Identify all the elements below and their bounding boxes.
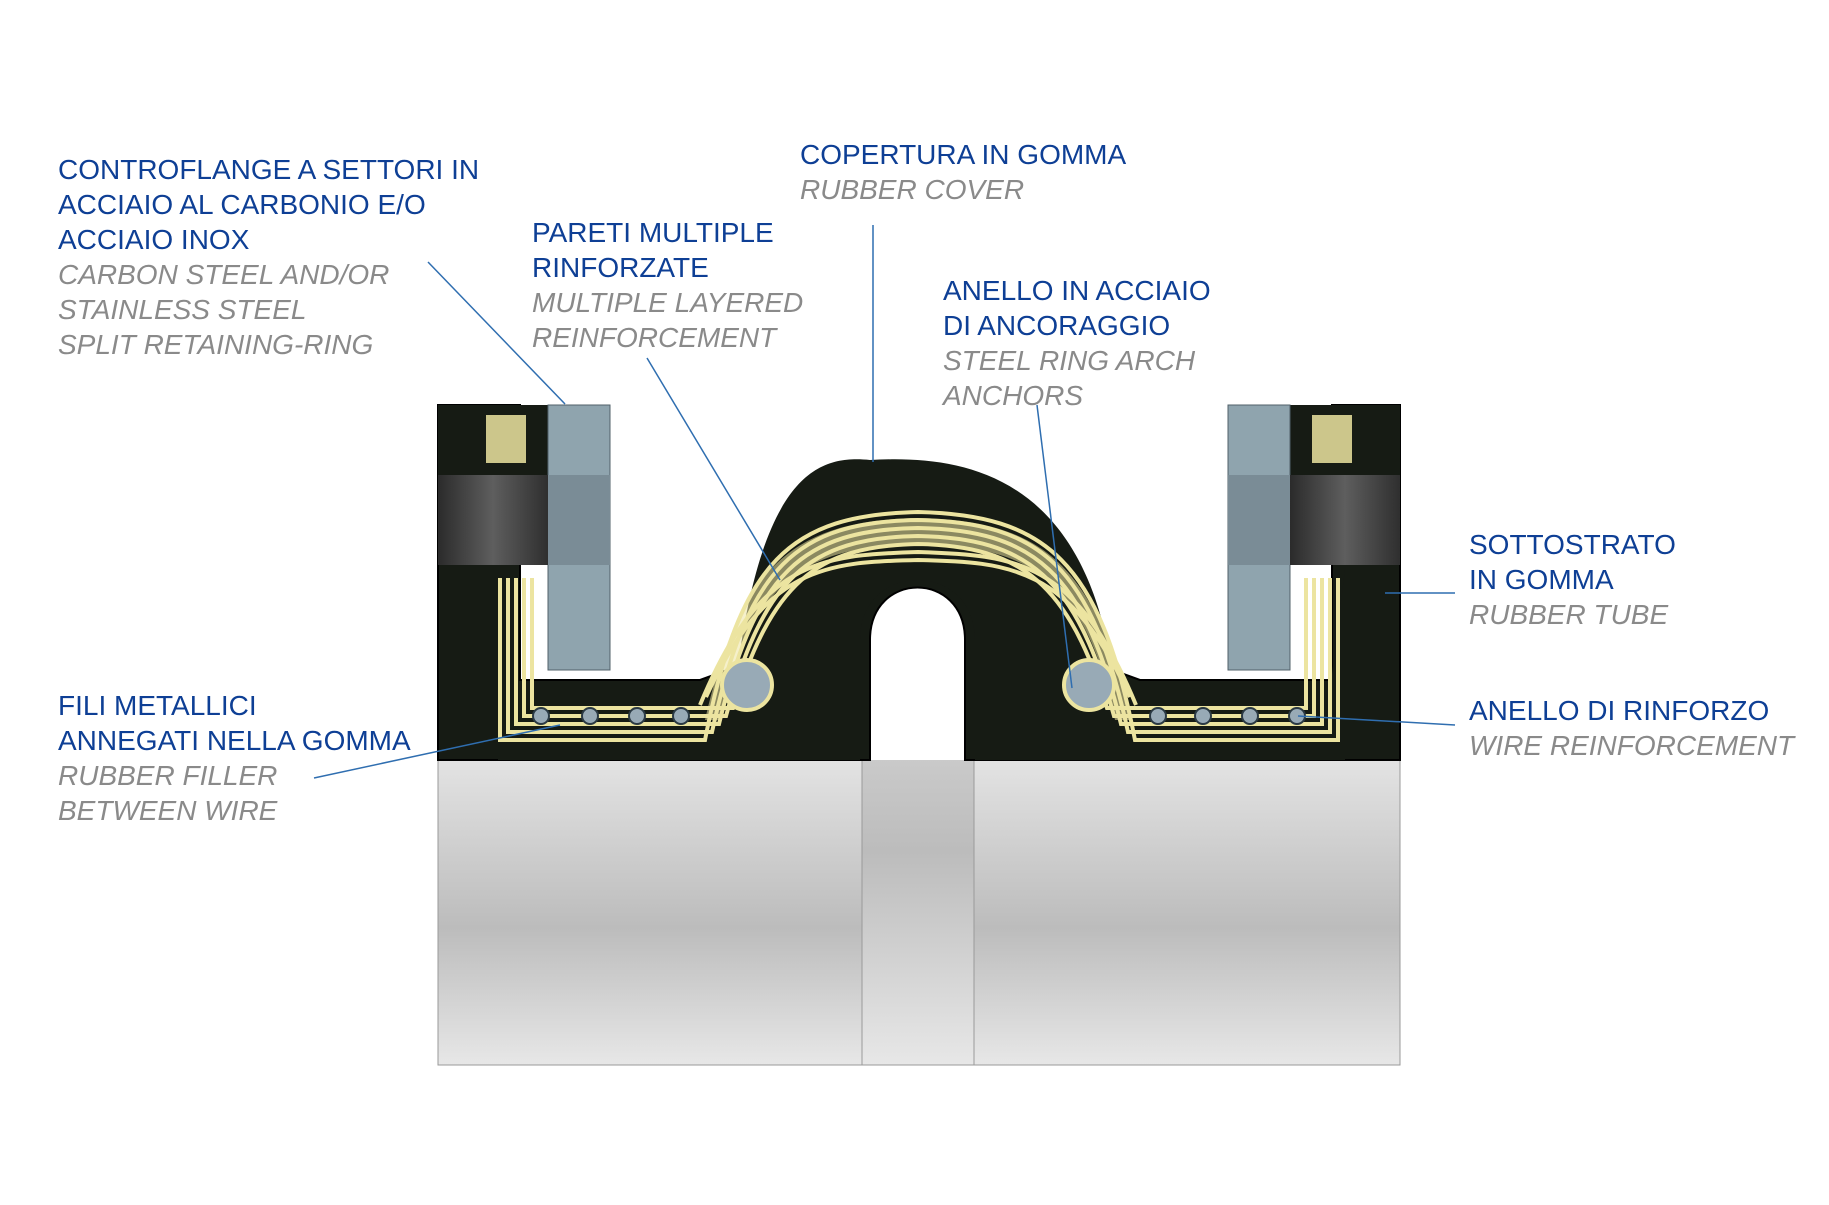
steel-ring-anchors [720,658,1116,712]
callout-rubber-filler: FILI METALLICI ANNEGATI NELLA GOMMA RUBB… [58,688,411,828]
split-retaining-ring-left [438,404,611,671]
wire-reinforcement-label-it: ANELLO DI RINFORZO [1469,695,1770,726]
leader-multiple-layers [646,357,781,581]
rubber-tube-label-it-2: IN GOMMA [1469,564,1614,595]
leader-rubber-filler [313,724,561,779]
ring-anchors-label-en-1: STEEL RING ARCH [943,345,1196,376]
callout-ring-anchors: ANELLO IN ACCIAIO DI ANCORAGGIO STEEL RI… [943,273,1211,413]
rubber-filler-label-en-1: RUBBER FILLER [58,760,278,791]
multiple-layers-label-en-1: MULTIPLE LAYERED [532,287,804,318]
callout-multiple-layers: PARETI MULTIPLE RINFORZATE MULTIPLE LAYE… [532,215,803,355]
rubber-tube-label-en: RUBBER TUBE [1469,599,1669,630]
leader-retaining-ring [427,261,566,405]
leader-wire-reinforcement [1297,715,1456,726]
rubber-tube-label-it-1: SOTTOSTRATO [1469,529,1676,560]
multiple-layers-label-it-2: RINFORZATE [532,252,709,283]
wire-reinforcement-rings [532,707,1306,725]
retaining-ring-label-en-2: STAINLESS STEEL [58,294,307,325]
retaining-ring-label-it-3: ACCIAIO INOX [58,224,250,255]
rubber-filler-label-en-2: BETWEEN WIRE [58,795,278,826]
rubber-filler-label-it-2: ANNEGATI NELLA GOMMA [58,725,411,756]
callout-retaining-ring: CONTROFLANGE A SETTORI IN ACCIAIO AL CAR… [58,152,479,362]
leader-lines [313,225,1456,779]
ring-anchors-label-en-2: ANCHORS [943,380,1084,411]
wire-reinforcement-label-en: WIRE REINFORCEMENT [1469,730,1795,761]
retaining-ring-label-en-1: CARBON STEEL AND/OR [58,259,390,290]
retaining-ring-label-it-1: CONTROFLANGE A SETTORI IN [58,154,480,185]
ring-anchors-label-it-1: ANELLO IN ACCIAIO [943,275,1211,306]
callout-rubber-cover: COPERTURA IN GOMMA RUBBER COVER [800,137,1126,207]
rubber-cover-label-it: COPERTURA IN GOMMA [800,139,1127,170]
rubber-filler-label-it-1: FILI METALLICI [58,690,257,721]
multiple-layers-label-it-1: PARETI MULTIPLE [532,217,774,248]
callout-wire-reinforcement: ANELLO DI RINFORZO WIRE REINFORCEMENT [1469,693,1794,763]
split-retaining-ring-right [1227,404,1400,671]
multiple-layers-label-en-2: REINFORCEMENT [532,322,777,353]
callout-rubber-tube: SOTTOSTRATO IN GOMMA RUBBER TUBE [1469,527,1676,632]
leader-ring-anchors [1036,404,1073,689]
rubber-cover-label-en: RUBBER COVER [800,174,1025,205]
retaining-ring-label-it-2: ACCIAIO AL CARBONIO E/O [58,189,426,220]
retaining-ring-label-en-3: SPLIT RETAINING-RING [58,329,374,360]
ring-anchors-label-it-2: DI ANCORAGGIO [943,310,1171,341]
